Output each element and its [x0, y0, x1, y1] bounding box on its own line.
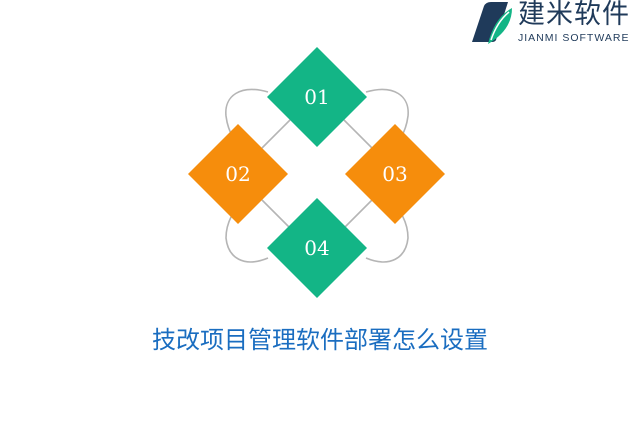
diamond-01-shape — [267, 47, 367, 147]
diamond-04: 04 — [267, 198, 367, 298]
diamond-04-shape — [267, 198, 367, 298]
diamond-02-label: 02 — [225, 162, 250, 186]
diamond-01: 01 — [267, 47, 367, 147]
diamond-02: 02 — [188, 124, 288, 224]
diamond-03-label: 03 — [382, 162, 407, 186]
inner-link-01-03 — [343, 119, 373, 149]
brand-name-en: JIANMI SOFTWARE — [518, 32, 630, 44]
diamond-03: 03 — [345, 124, 445, 224]
inner-link-01-02 — [261, 119, 291, 149]
page-title: 技改项目管理软件部署怎么设置 — [152, 326, 488, 354]
diamond-02-shape — [188, 124, 288, 224]
diamond-01-label: 01 — [304, 85, 329, 109]
inner-link-02-04 — [261, 199, 291, 229]
brand-name-cn: 建米软件 — [518, 0, 630, 30]
brand-logo: 建米软件 JIANMI SOFTWARE — [468, 0, 640, 50]
diamond-03-shape — [345, 124, 445, 224]
jianmi-leaf-logo-icon — [472, 2, 512, 44]
inner-link-03-04 — [343, 199, 373, 229]
diamond-04-label: 04 — [304, 236, 329, 260]
